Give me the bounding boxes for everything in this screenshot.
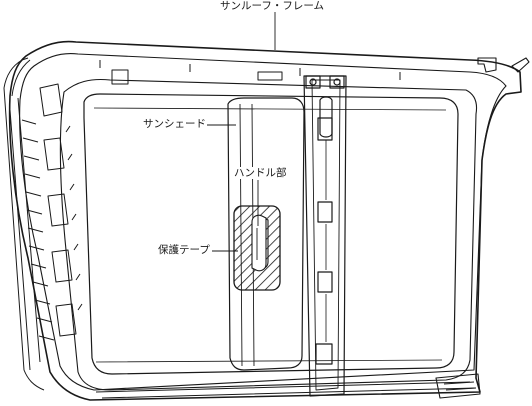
sunroof-frame-label: サンルーフ・フレーム <box>219 0 326 12</box>
center-cross-member <box>304 76 346 396</box>
handle-label: ハンドル部 <box>233 167 288 179</box>
sunroof-frame <box>4 42 529 400</box>
sunshade-label: サンシェード <box>142 118 207 130</box>
protective-tape-label: 保護テープ <box>157 244 211 256</box>
protective-tape <box>234 206 280 290</box>
leader-lines <box>206 12 275 251</box>
glass-panel-outline <box>84 94 458 374</box>
